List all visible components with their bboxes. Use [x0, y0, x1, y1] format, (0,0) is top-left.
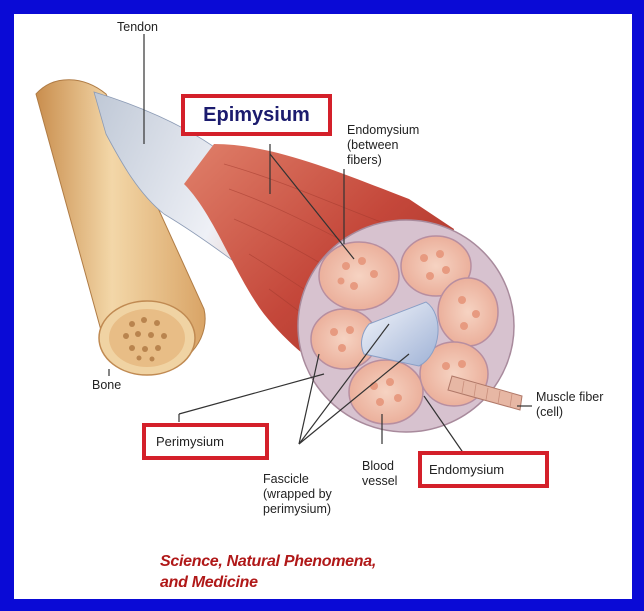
credit-text: Science, Natural Phenomena, and Medicine	[160, 551, 376, 593]
fascicle-label: Fascicle (wrapped by perimysium)	[263, 472, 332, 517]
perimysium-highlight-box: Perimysium	[142, 423, 269, 460]
endomysium-between-label: Endomysium (between fibers)	[347, 123, 419, 168]
muscle-fiber-label: Muscle fiber (cell)	[536, 390, 603, 420]
endomysium-label: Endomysium	[429, 462, 504, 477]
perimysium-label: Perimysium	[156, 434, 224, 449]
blood-vessel-label: Blood vessel	[362, 459, 397, 489]
credit-line-1: Science, Natural Phenomena,	[160, 551, 376, 572]
epimysium-highlight-box: Epimysium	[181, 94, 332, 136]
epimysium-label: Epimysium	[203, 104, 310, 127]
tendon-label: Tendon	[117, 20, 158, 35]
diagram-panel: Tendon Endomysium (between fibers) Bone …	[14, 14, 632, 599]
credit-line-2: and Medicine	[160, 572, 376, 593]
endomysium-highlight-box: Endomysium	[418, 451, 549, 488]
bone-label: Bone	[92, 378, 121, 393]
